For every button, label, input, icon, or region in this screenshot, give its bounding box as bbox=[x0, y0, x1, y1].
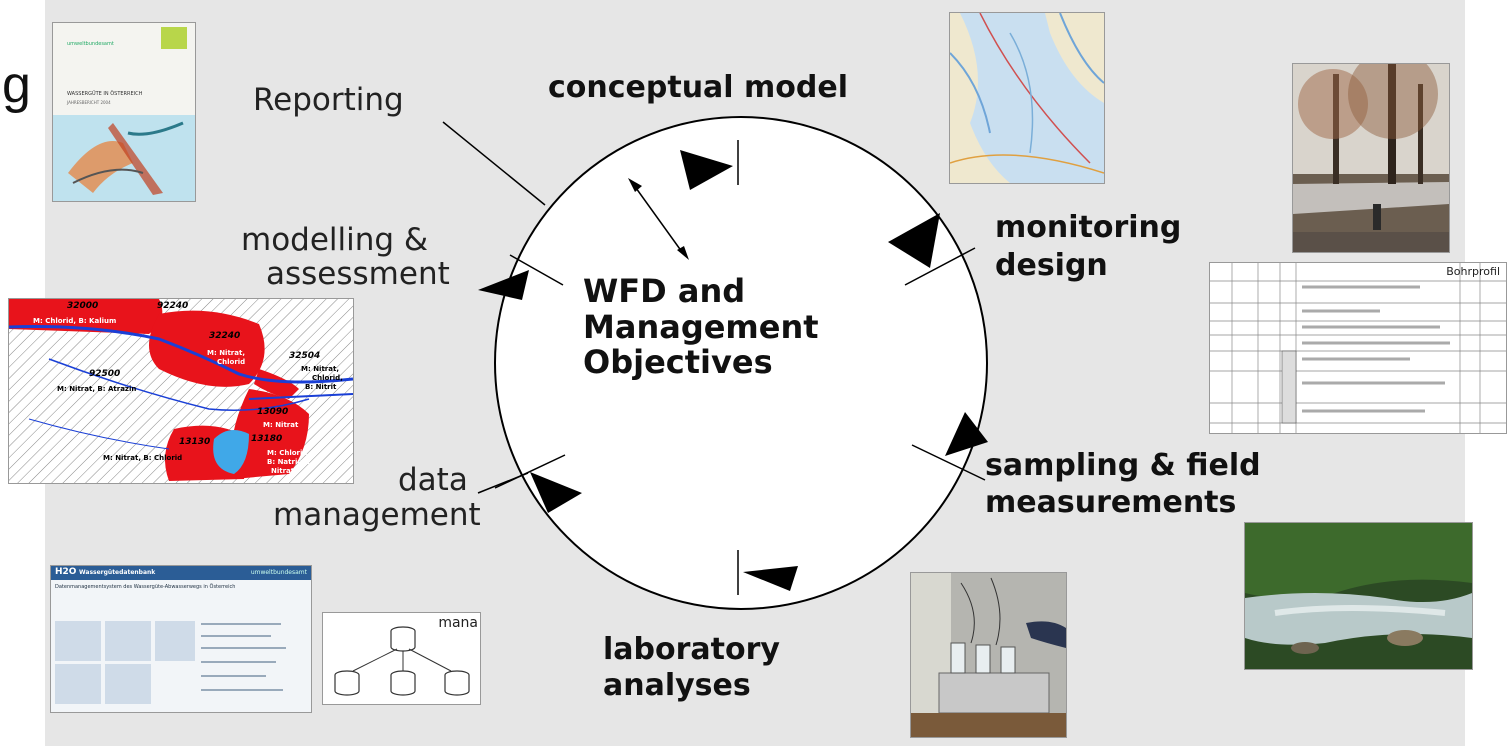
stage-sampling-line1: sampling & field bbox=[985, 448, 1261, 483]
map-label-14: M: Nitrat bbox=[263, 421, 299, 429]
map-label-11: 92500 bbox=[89, 369, 121, 379]
stage-conceptual-model: conceptual model bbox=[548, 70, 848, 105]
monitoring-well-photo bbox=[1292, 63, 1450, 253]
borehole-table-art bbox=[1210, 263, 1506, 433]
db-header-title: Wassergütedatenbank bbox=[79, 569, 156, 576]
db-brand: umweltbundesamt bbox=[250, 569, 307, 576]
stage-laboratory-line1: laboratory bbox=[603, 632, 780, 667]
groundwater-map-art bbox=[9, 299, 353, 483]
arrowhead-lower-left bbox=[530, 472, 582, 513]
cropped-title-glyph: g bbox=[2, 56, 31, 114]
park-photo-art bbox=[1293, 64, 1449, 252]
map-label-17: M: Nitrat, B: Chlorid bbox=[103, 454, 183, 462]
cycle-circle bbox=[494, 116, 988, 610]
stage-data-line2: management bbox=[273, 497, 481, 533]
map-label-19: B: Natrium, bbox=[267, 458, 313, 466]
river-photo bbox=[1244, 522, 1473, 670]
db-logo: H2O bbox=[55, 567, 77, 577]
map-label-1: 32000 bbox=[67, 301, 99, 311]
stage-laboratory-line2: analyses bbox=[603, 668, 751, 703]
stage-reporting: Reporting bbox=[253, 82, 404, 118]
stage-monitoring-line2: design bbox=[995, 248, 1108, 283]
map-label-20: Nitrat bbox=[271, 467, 295, 475]
conceptual-map-art bbox=[950, 13, 1104, 183]
report-cover-image: umweltbundesamt WASSERGÜTE IN ÖSTERREICH… bbox=[52, 22, 196, 202]
double-arrow-line bbox=[635, 187, 683, 253]
map-label-3: 92240 bbox=[157, 301, 189, 311]
stage-modelling-line1: modelling & bbox=[241, 222, 429, 258]
arrowhead-lower-right bbox=[945, 412, 988, 456]
stage-sampling-line2: measurements bbox=[985, 485, 1237, 520]
map-label-18: M: Chlorid, bbox=[267, 449, 311, 457]
data-leader bbox=[477, 472, 529, 494]
map-label-13: 13090 bbox=[257, 407, 289, 417]
arrowhead-upper-right bbox=[888, 213, 940, 268]
center-title-line1: WFD and bbox=[583, 272, 746, 310]
center-title-line2: Management bbox=[583, 308, 819, 346]
reporting-leader bbox=[442, 121, 546, 206]
map-label-10: B: Nitrit bbox=[305, 383, 337, 391]
stage-data-line1: data bbox=[398, 462, 468, 498]
conceptual-model-map bbox=[949, 12, 1105, 184]
report-title: WASSERGÜTE IN ÖSTERREICH bbox=[67, 91, 143, 97]
arrowhead-upper-left bbox=[478, 270, 529, 300]
db-schema-label: mana bbox=[438, 615, 478, 631]
report-logo-block bbox=[161, 27, 187, 49]
arrowhead-top bbox=[680, 150, 733, 190]
db-schema-art bbox=[334, 626, 470, 696]
db-header-bar bbox=[51, 566, 311, 580]
map-label-8: M: Nitrat, bbox=[301, 365, 339, 373]
stage-monitoring-line1: monitoring bbox=[995, 210, 1182, 245]
laboratory-photo bbox=[910, 572, 1067, 738]
map-label-9: Chlorid, bbox=[312, 374, 343, 382]
borehole-title: Bohrprofil bbox=[1446, 265, 1500, 278]
map-label-16: 13180 bbox=[251, 434, 283, 444]
double-arrow-head-top bbox=[628, 178, 642, 192]
db-screenshot-grid bbox=[55, 621, 286, 704]
tick-data bbox=[494, 454, 566, 489]
report-cover-art bbox=[53, 115, 195, 201]
map-label-6: Chlorid bbox=[217, 358, 246, 366]
tick-monitoring bbox=[904, 247, 976, 286]
map-label-15: 13130 bbox=[179, 437, 211, 447]
lab-photo-art bbox=[911, 573, 1066, 737]
report-subtitle: JAHRESBERICHT 2004 bbox=[67, 100, 111, 105]
river-photo-art bbox=[1245, 523, 1472, 669]
map-label-2: M: Chlorid, B: Kalium bbox=[33, 317, 117, 325]
groundwater-quality-map: 32000 M: Chlorid, B: Kalium 92240 32240 … bbox=[8, 298, 354, 484]
report-brand: umweltbundesamt bbox=[67, 41, 114, 47]
database-schema-diagram: mana bbox=[322, 612, 481, 705]
map-label-4: 32240 bbox=[209, 331, 241, 341]
tick-modelling bbox=[509, 254, 564, 286]
map-label-5: M: Nitrat, bbox=[207, 349, 245, 357]
db-subtitle: Datenmanagementsystem des Wassergüte-Abw… bbox=[55, 584, 236, 590]
borehole-profile-sheet: Bohrprofil bbox=[1209, 262, 1507, 434]
tick-sampling bbox=[911, 444, 986, 481]
map-label-12: M: Nitrat, B: Atrazin bbox=[57, 385, 137, 393]
double-arrow-head-bottom bbox=[677, 246, 689, 260]
database-screenshot: H2O Wassergütedatenbank umweltbundesamt … bbox=[50, 565, 312, 713]
stage-modelling-line2: assessment bbox=[266, 256, 450, 292]
center-title-line3: Objectives bbox=[583, 343, 773, 381]
map-label-7: 32504 bbox=[289, 351, 321, 361]
arrowhead-bottom bbox=[743, 566, 798, 591]
